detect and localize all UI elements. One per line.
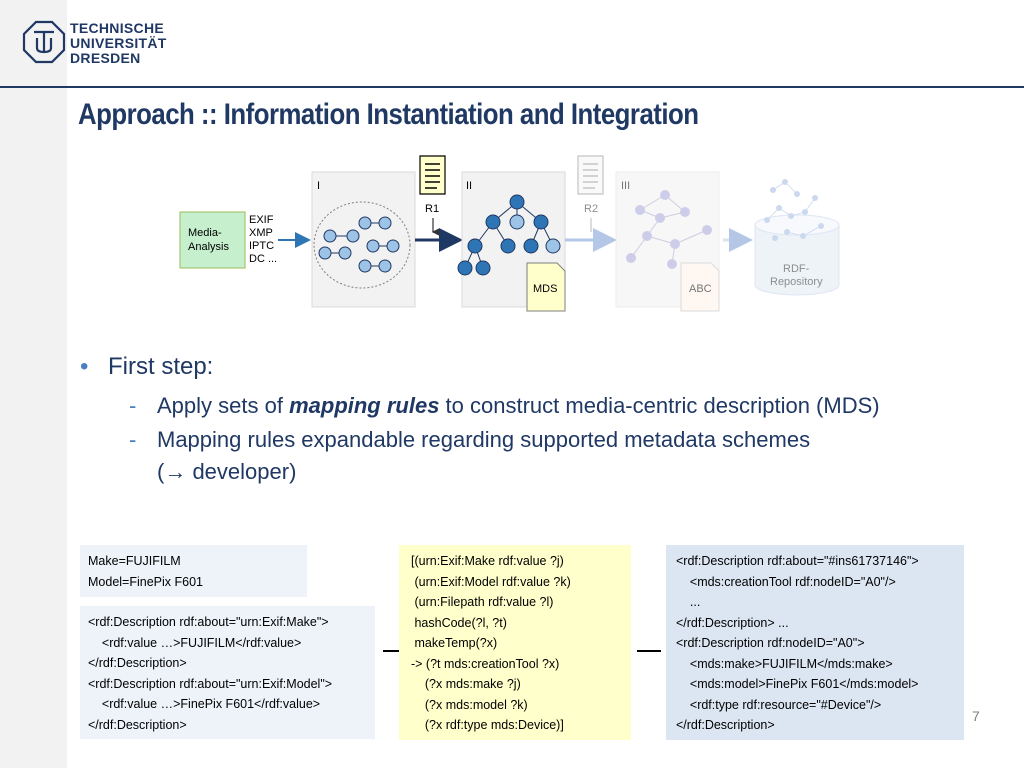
page-number: 7 (972, 708, 980, 724)
mapping-rules-box: [(urn:Exif:Make rdf:value ?j) (urn:Exif:… (399, 545, 631, 740)
bullet-list: • First step: - Apply sets of mapping ru… (80, 352, 980, 490)
sub-bullet-1-prefix: Apply sets of (157, 393, 290, 418)
stage-1-node (358, 216, 372, 230)
rdf-output-box: <rdf:Description rdf:about="#ins61737146… (666, 545, 964, 740)
dash-icon: - (129, 427, 137, 452)
stage-2-node (545, 238, 561, 254)
stage-2-node (500, 238, 516, 254)
rule-r1-label: R1 (425, 203, 439, 215)
mds-document-icon: MDS (526, 262, 566, 312)
stage-1-node (346, 229, 360, 243)
stage-3-node (626, 253, 636, 263)
abc-document-icon: ABC (680, 262, 720, 312)
sub-bullet-2-line-1: Mapping rules expandable regarding suppo… (157, 427, 811, 452)
stage-2-node (509, 194, 525, 210)
media-analysis-label-1: Media- (188, 227, 222, 239)
abc-label: ABC (689, 283, 712, 295)
dash-icon: - (129, 393, 137, 418)
bullet-first-step-text: First step: (108, 353, 214, 380)
stage-3-panel: III ABC (615, 171, 720, 312)
stage-3-node (642, 231, 652, 241)
stage-1-node (386, 239, 400, 253)
media-analysis-label-2: Analysis (188, 241, 229, 253)
format-dc: DC ... (249, 253, 277, 265)
stage-1-node (378, 216, 392, 230)
rdf-repository-icon: RDF- Repository (754, 179, 840, 296)
rule-r2-label: R2 (584, 203, 598, 215)
tu-dresden-logo-icon (22, 20, 66, 64)
pipeline-diagram: Media- Analysis EXIF XMP IPTC DC ... I (179, 155, 840, 312)
rdf-input-box: <rdf:Description rdf:about="urn:Exif:Mak… (80, 606, 375, 739)
sub-bullet-1-emphasis: mapping rules (289, 393, 440, 418)
right-arrow-icon: → (164, 459, 187, 484)
stage-1-node (338, 246, 352, 260)
bullet-dot-icon: • (80, 353, 89, 380)
stage-1-node (323, 229, 337, 243)
stage-3-node (670, 239, 680, 249)
university-line-2: UNIVERSITÄT (70, 35, 167, 51)
stage-3-node (635, 205, 645, 215)
stage-2-node (457, 260, 473, 276)
arrow-input-to-rules (383, 650, 399, 652)
stage-2-node (509, 214, 525, 230)
repository-label-2: Repository (770, 276, 823, 288)
stage-1-panel: I (311, 171, 416, 308)
sub-bullet-mapping-rules: - Apply sets of mapping rules to constru… (80, 390, 980, 422)
university-line-3: DRESDEN (70, 50, 141, 66)
format-exif: EXIF (249, 214, 274, 226)
stage-2-node (475, 260, 491, 276)
media-analysis-box: Media- Analysis (179, 211, 246, 269)
format-iptc: IPTC (249, 240, 274, 252)
sub-bullet-1-suffix: to construct media-centric description (… (439, 393, 880, 418)
stage-2-label: II (466, 180, 472, 192)
sub-bullet-2-open-paren: ( (157, 459, 165, 484)
stage-1-label: I (317, 180, 320, 192)
sub-bullet-2-rest: developer) (186, 459, 297, 484)
stage-2-node (467, 238, 483, 254)
sub-bullet-expandable: - Mapping rules expandable regarding sup… (80, 424, 980, 488)
make-model-box: Make=FUJIFILM Model=FinePix F601 (80, 545, 307, 597)
stage-3-node (702, 225, 712, 235)
university-name: TECHNISCHE UNIVERSITÄT DRESDEN (70, 21, 167, 66)
stage-2-node (485, 214, 501, 230)
slide-title: Approach :: Information Instantiation an… (78, 98, 699, 131)
repository-label-1: RDF- (783, 263, 810, 275)
bullet-first-step: • First step: (80, 352, 980, 382)
stage-3-node (660, 190, 670, 200)
header-rule (0, 86, 1024, 88)
university-line-1: TECHNISCHE (70, 20, 165, 36)
stage-3-node (667, 259, 677, 269)
stage-1-node (366, 239, 380, 253)
rule-r2-scroll-icon: R2 (577, 155, 604, 232)
stage-1-node (318, 246, 332, 260)
mds-label: MDS (533, 283, 557, 295)
format-list: EXIF XMP IPTC DC ... (249, 214, 277, 265)
stage-1-node (358, 259, 372, 273)
format-xmp: XMP (249, 227, 273, 239)
stage-2-node (533, 214, 549, 230)
arrow-rules-to-output (637, 650, 661, 652)
stage-1-node (378, 259, 392, 273)
stage-3-label: III (621, 180, 630, 192)
stage-3-node (680, 207, 690, 217)
stage-2-node (523, 238, 539, 254)
stage-3-node (655, 213, 665, 223)
left-band (0, 0, 67, 768)
rule-r1-scroll-icon: R1 (419, 155, 446, 236)
stage-2-panel: II MDS (457, 171, 566, 312)
